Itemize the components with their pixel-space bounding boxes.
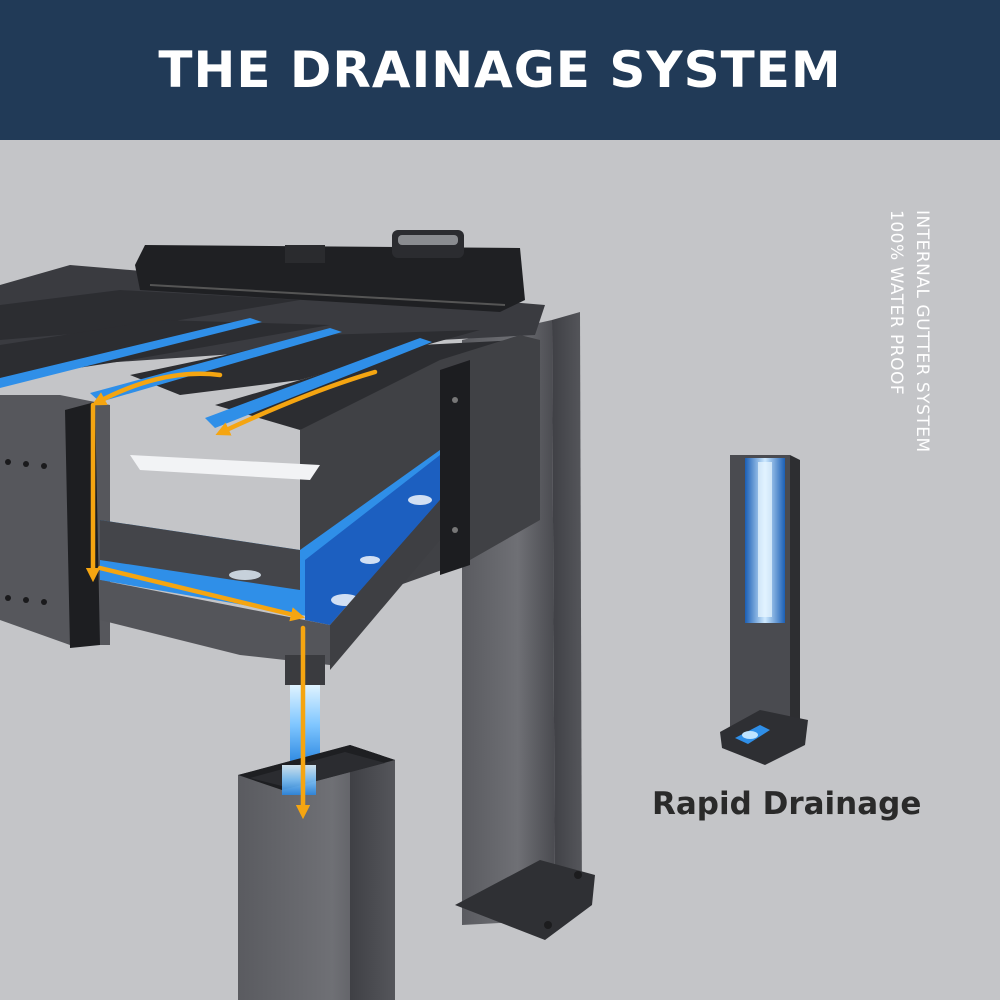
caption-line-waterproof: 100% WATER PROOF: [886, 210, 906, 396]
title-banner: THE DRAINAGE SYSTEM: [0, 0, 1000, 140]
side-caption: INTERNAL GUTTER SYSTEM 100% WATER PROOF: [880, 210, 940, 540]
flow-arrow-icon: [215, 369, 378, 436]
drainage-column: [720, 455, 808, 765]
ceiling-panel: [130, 455, 320, 480]
flow-arrow-icon: [97, 565, 305, 622]
front-post: [238, 745, 395, 1000]
page-title: THE DRAINAGE SYSTEM: [158, 41, 842, 99]
flow-arrows: [85, 369, 378, 820]
top-rail-motor: [135, 230, 525, 312]
rapid-drainage-label: Rapid Drainage: [652, 786, 922, 822]
pergola-illustration: [0, 230, 808, 1000]
gutter-frame: [100, 450, 440, 670]
flow-arrow-icon: [91, 371, 223, 406]
caption-line-internal-gutter: INTERNAL GUTTER SYSTEM: [912, 210, 932, 453]
